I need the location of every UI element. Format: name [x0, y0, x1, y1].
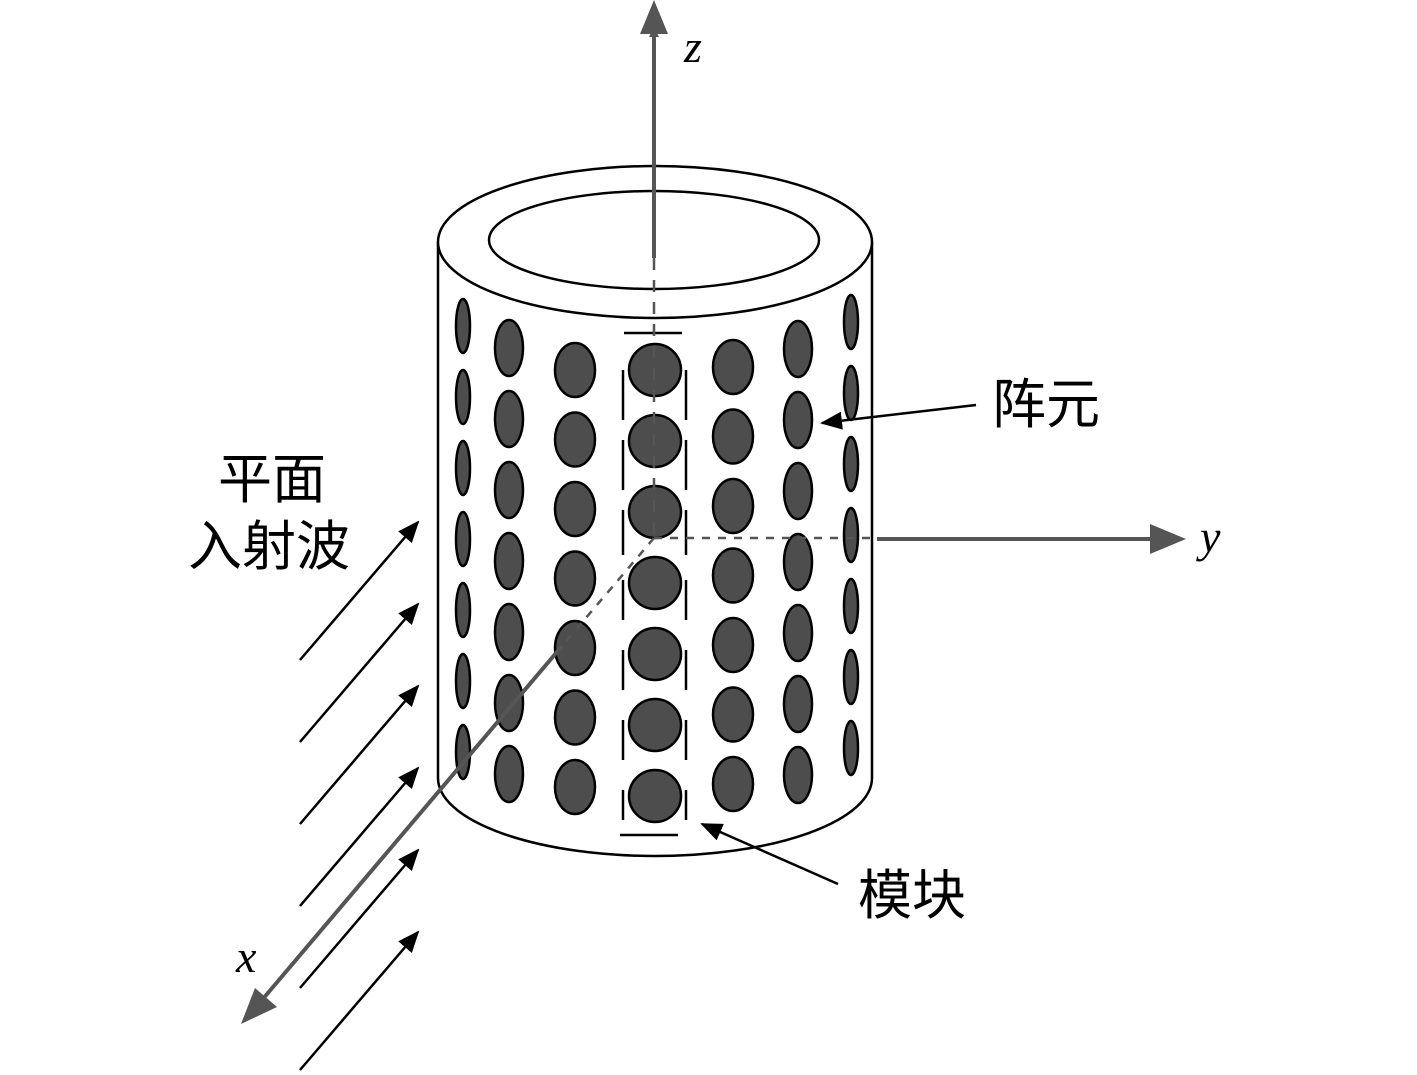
y-axis-arrowhead	[1150, 524, 1186, 554]
array-element	[711, 408, 755, 465]
array-element	[782, 461, 814, 521]
array-element	[627, 555, 683, 611]
array-element	[711, 686, 755, 743]
array-element	[842, 577, 860, 635]
array-element	[493, 389, 525, 449]
array-element	[711, 477, 755, 535]
array-element	[782, 319, 814, 379]
x-axis-arrowhead	[241, 988, 277, 1024]
incident-wave-arrow	[299, 930, 420, 1071]
array-element	[627, 768, 683, 824]
cylinder-body	[436, 242, 874, 858]
array-element	[493, 318, 525, 378]
array-element	[493, 602, 525, 662]
array-element	[711, 547, 755, 604]
array-element	[553, 411, 597, 468]
array-element	[454, 581, 472, 639]
incident-wave-arrow	[299, 602, 420, 743]
element-leader-arrow	[820, 403, 977, 430]
y-axis-label: y	[1196, 511, 1221, 562]
z-axis-arrowhead	[640, 0, 668, 34]
incident-wave-arrow	[299, 848, 420, 989]
incident-wave-label-line2: 入射波	[188, 515, 350, 578]
array-element	[711, 755, 755, 813]
array-element	[842, 719, 860, 777]
array-element	[553, 480, 597, 538]
incident-wave-arrow	[299, 684, 420, 825]
incident-wave-arrow	[299, 520, 420, 661]
array-element	[782, 603, 814, 663]
array-element	[842, 293, 860, 351]
array-element	[553, 619, 597, 677]
array-element	[782, 532, 814, 592]
array-element	[454, 510, 472, 568]
array-element	[493, 460, 525, 520]
array-element	[842, 648, 860, 706]
array-element	[782, 674, 814, 734]
array-element	[454, 439, 472, 497]
array-element	[553, 341, 597, 399]
array-element	[454, 652, 472, 710]
module-brackets	[620, 331, 688, 837]
x-axis-hidden	[561, 537, 655, 647]
array-element	[782, 745, 814, 805]
array-element	[842, 506, 860, 564]
module-label: 模块	[858, 864, 966, 927]
x-axis	[260, 644, 564, 1002]
array-element	[454, 297, 472, 355]
array-element	[711, 616, 755, 674]
array-elements	[454, 293, 860, 824]
array-element	[842, 435, 860, 493]
incident-wave-arrows	[299, 520, 420, 1071]
array-element	[842, 364, 860, 422]
array-element	[454, 368, 472, 426]
incident-wave-arrow	[299, 766, 420, 907]
array-element	[627, 626, 683, 682]
array-element	[553, 550, 597, 607]
array-element	[627, 697, 683, 753]
array-element	[493, 744, 525, 804]
z-axis-label: z	[683, 21, 702, 72]
x-axis-label: x	[235, 931, 257, 982]
array-element	[493, 531, 525, 591]
array-element	[782, 390, 814, 450]
module-leader-arrow	[700, 822, 839, 886]
incident-wave-label-line1: 平面	[218, 448, 326, 511]
array-element	[711, 338, 755, 396]
array-element	[553, 689, 597, 746]
array-element	[553, 758, 597, 816]
element-label: 阵元	[992, 373, 1100, 436]
